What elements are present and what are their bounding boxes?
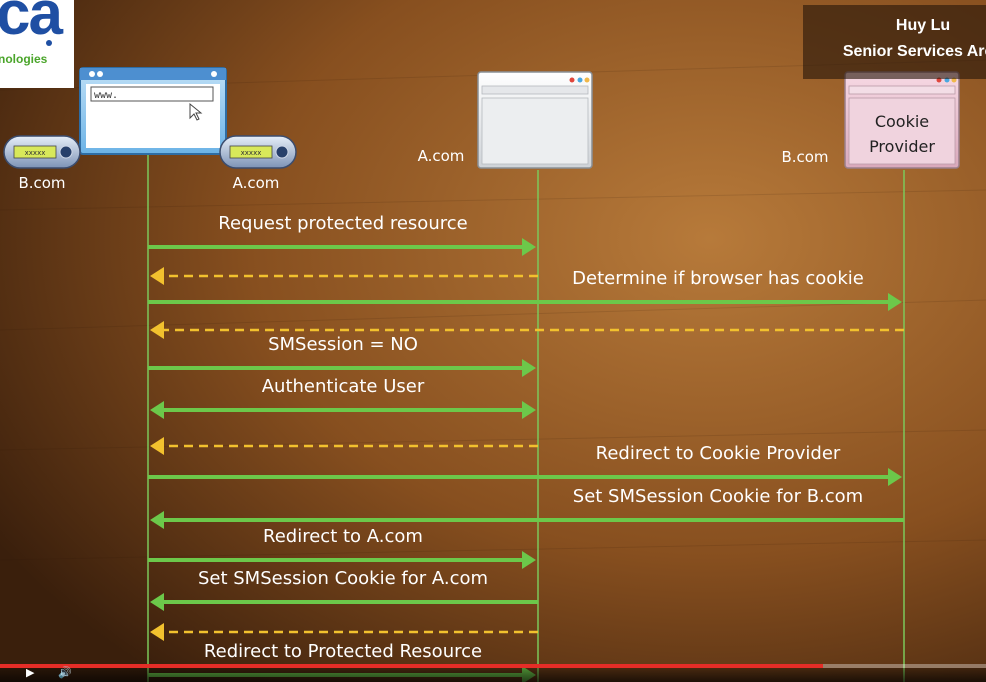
client-right-label: A.com — [233, 174, 280, 192]
arrowhead — [522, 551, 536, 569]
message-label: Determine if browser has cookie — [572, 268, 864, 289]
client-left-label: B.com — [18, 174, 65, 192]
play-icon[interactable]: ▶ — [26, 666, 35, 679]
arrowhead — [150, 437, 164, 455]
arrowhead — [150, 401, 164, 419]
logo-letters: ca — [0, 0, 63, 48]
arrowhead — [888, 293, 902, 311]
logo-dot — [46, 40, 52, 46]
video-progress-bar[interactable] — [0, 664, 986, 668]
arrowhead — [150, 321, 164, 339]
arrowhead — [522, 359, 536, 377]
arrowhead — [150, 267, 164, 285]
cookie-provider-line1: Cookie — [875, 112, 929, 131]
message-label: Redirect to Cookie Provider — [596, 443, 841, 464]
message-label: Redirect to Protected Resource — [204, 641, 482, 662]
arrowhead — [150, 511, 164, 529]
logo-tagline: nologies — [0, 52, 48, 66]
cursor-icon — [189, 102, 203, 121]
server-a-label: A.com — [418, 147, 465, 165]
company-logo: ca nologies — [0, 0, 74, 88]
server-a-window — [477, 71, 593, 169]
message-label: Set SMSession Cookie for A.com — [198, 568, 488, 589]
message-label: Redirect to A.com — [263, 526, 423, 547]
address-text: www. — [94, 90, 118, 101]
server-b-window: Cookie Provider — [844, 71, 960, 169]
message-label: Set SMSession Cookie for B.com — [573, 486, 863, 507]
presenter-banner: Huy Lu Senior Services Arch — [803, 5, 986, 79]
presenter-title: Senior Services Arch — [842, 43, 986, 60]
message-label: Authenticate User — [262, 376, 425, 397]
server-b-label: B.com — [781, 148, 828, 166]
message-label: Request protected resource — [218, 213, 467, 234]
cookie-provider-line2: Provider — [869, 137, 935, 156]
cookie-token-right: xxxxx — [219, 135, 297, 169]
arrowhead — [150, 593, 164, 611]
client-browser-window: www. — [79, 67, 227, 155]
video-controls: ▶ 🔊 — [0, 666, 986, 682]
video-progress-fill — [0, 664, 824, 668]
token-text: xxxxx — [25, 149, 46, 157]
message-label: SMSession = NO — [268, 334, 418, 355]
arrowhead — [888, 468, 902, 486]
address-bar — [90, 86, 214, 102]
cookie-token-left: xxxxx — [3, 135, 81, 169]
volume-icon[interactable]: 🔊 — [58, 666, 72, 679]
arrowhead — [522, 238, 536, 256]
token-text: xxxxx — [241, 149, 262, 157]
presenter-name: Huy Lu — [895, 17, 951, 34]
arrowhead — [522, 401, 536, 419]
arrowhead — [150, 623, 164, 641]
